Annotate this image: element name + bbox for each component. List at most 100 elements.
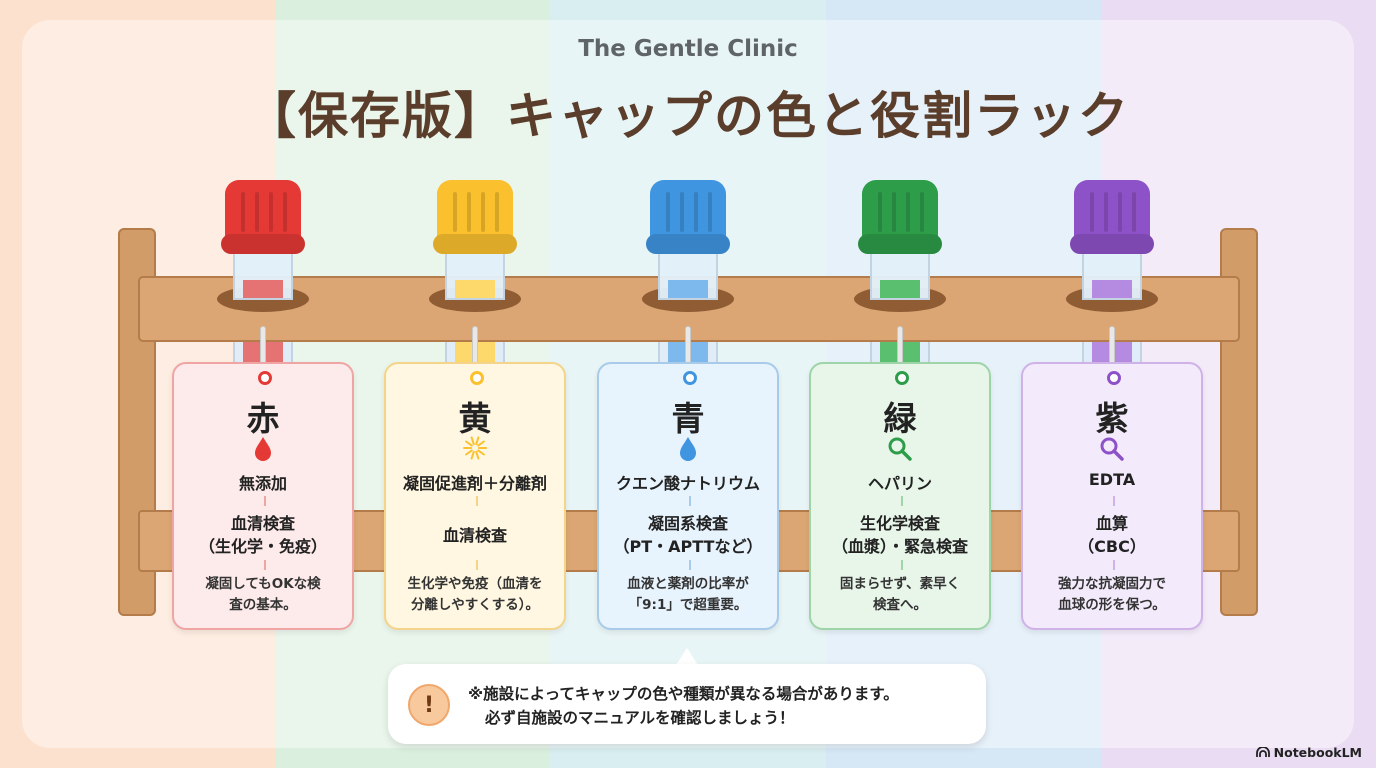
tag-note-line-2: 査の基本。 — [229, 597, 297, 613]
tag-color-name: 緑 — [883, 399, 917, 438]
tag-note-line-2: 「9:1」で超重要。 — [628, 597, 748, 613]
tag-divider — [476, 496, 478, 506]
cap-ridge — [1090, 192, 1094, 232]
burst-icon — [386, 436, 564, 462]
tag-note-line-1: 血液と薬剤の比率が — [627, 576, 749, 592]
tube-cap-brim — [1070, 234, 1154, 254]
magnifier-icon — [1023, 436, 1201, 462]
tag-test-line-2: （PT・APTTなど） — [613, 537, 763, 556]
warning-icon: ! — [408, 684, 450, 726]
tag-divider — [689, 496, 691, 506]
tube-neck — [658, 246, 718, 300]
tag-eyelet — [470, 371, 484, 385]
drop-icon — [174, 436, 352, 462]
tag-note: 血液と薬剤の比率が「9:1」で超重要。 — [607, 574, 769, 616]
tube-neck-liquid — [668, 280, 708, 298]
tag-test: 生化学検査 （血漿）・緊急検査 — [811, 512, 989, 558]
tag-note-line-1: 強力な抗凝固力で — [1058, 576, 1166, 592]
drop-icon — [599, 436, 777, 462]
tag-note-line-2: 血球の形を保つ。 — [1058, 597, 1166, 613]
tag-eyelet — [895, 371, 909, 385]
cap-ridge — [878, 192, 882, 232]
tag-note: 凝固してもOKな検査の基本。 — [182, 574, 344, 616]
tag-note: 強力な抗凝固力で血球の形を保つ。 — [1031, 574, 1193, 616]
tube-tag: 紫 EDTA 血算 （CBC） 強力な抗凝固力で血球の形を保つ。 — [1021, 362, 1203, 630]
cap-ridge — [453, 192, 457, 232]
tube-cap — [225, 180, 301, 242]
tag-color-name: 黄 — [458, 399, 492, 438]
cap-ridge — [694, 192, 698, 232]
tag-test-line-2: （血漿）・緊急検査 — [831, 537, 968, 556]
page-title: 【保存版】キャップの色と役割ラック — [246, 87, 1130, 145]
tag-additive: クエン酸ナトリウム — [615, 474, 760, 493]
notice-line-2: 必ず自施設のマニュアルを確認しましょう！ — [485, 709, 795, 727]
cap-ridge — [481, 192, 485, 232]
tag-divider — [264, 496, 266, 506]
tube-tag: 緑ヘパリン生化学検査（血漿）・緊急検査固まらせず、素早く検査へ。 — [809, 362, 991, 630]
tag-divider — [1113, 496, 1115, 506]
tag-divider — [901, 560, 903, 570]
tag-test-line-2: （CBC） — [1078, 537, 1146, 556]
tag-additive: 無添加 — [238, 474, 287, 493]
notice-callout: ! ※施設によってキャップの色や種類が異なる場合があります。 必ず自施設のマニュ… — [388, 664, 986, 744]
cap-ridge — [666, 192, 670, 232]
cap-ridge — [1104, 192, 1108, 232]
tag-divider — [1113, 560, 1115, 570]
tag-additive: ヘパリン — [867, 474, 932, 493]
tube-tag: 青クエン酸ナトリウム凝固系検査（PT・APTTなど） 血液と薬剤の比率が「9:1」… — [597, 362, 779, 630]
tag-note-line-2: 分離しやすくする）。 — [410, 597, 540, 613]
tube-neck — [870, 246, 930, 300]
tag-test: 血清検査 — [386, 524, 564, 547]
cap-ridge — [269, 192, 273, 232]
tube-tag: 黄凝固促進剤＋分離剤血清検査生化学や免疫（血清を分離しやすくする）。 — [384, 362, 566, 630]
tag-test: 血清検査 （生化学・免疫） — [174, 512, 352, 558]
watermark: NotebookLM — [1255, 745, 1362, 760]
tag-color-name: 紫 — [1095, 399, 1129, 438]
magnifier-icon — [811, 436, 989, 462]
tag-eyelet — [258, 371, 272, 385]
callout-pointer — [676, 648, 698, 665]
tube-neck-liquid — [243, 280, 283, 298]
tube-tag: 赤無添加血清検査 （生化学・免疫） 凝固してもOKな検査の基本。 — [172, 362, 354, 630]
tag-test-line-1: 血算 — [1095, 514, 1128, 533]
notebooklm-logo-icon — [1255, 747, 1270, 757]
tube-cap-brim — [433, 234, 517, 254]
tag-additive: 凝固促進剤＋分離剤 — [402, 474, 547, 493]
tube-cap-brim — [221, 234, 305, 254]
tag-divider — [264, 560, 266, 570]
tag-test-line-1: 血清検査 — [442, 526, 507, 545]
tube-neck-liquid — [1092, 280, 1132, 298]
tube-cap-brim — [646, 234, 730, 254]
cap-ridge — [1118, 192, 1122, 232]
brand-name: The Gentle Clinic — [578, 36, 798, 62]
tube-cap — [437, 180, 513, 242]
tag-test: 凝固系検査（PT・APTTなど） — [599, 512, 777, 558]
tag-note: 生化学や免疫（血清を分離しやすくする）。 — [394, 574, 556, 616]
tube-cap — [650, 180, 726, 242]
tag-test: 血算 （CBC） — [1023, 512, 1201, 558]
tag-note-line-1: 凝固してもOKな検 — [205, 576, 321, 592]
tube-cap — [862, 180, 938, 242]
cap-ridge — [1132, 192, 1136, 232]
tag-test-line-2: （生化学・免疫） — [198, 537, 327, 556]
notice-text: ※施設によってキャップの色や種類が異なる場合があります。 必ず自施設のマニュアル… — [468, 682, 899, 730]
tag-note-line-1: 固まらせず、素早く — [839, 576, 961, 592]
tag-note: 固まらせず、素早く検査へ。 — [819, 574, 981, 616]
tag-note-line-2: 検査へ。 — [873, 597, 927, 613]
tag-additive: EDTA — [1088, 470, 1136, 489]
tag-eyelet — [683, 371, 697, 385]
tag-test-line-1: 生化学検査 — [859, 514, 940, 533]
cap-ridge — [906, 192, 910, 232]
cap-ridge — [892, 192, 896, 232]
tag-color-name: 青 — [671, 399, 705, 438]
tube-neck-liquid — [455, 280, 495, 298]
tube-cap — [1074, 180, 1150, 242]
tube-cap-brim — [858, 234, 942, 254]
cap-ridge — [920, 192, 924, 232]
tag-test-line-1: 血清検査 — [230, 514, 295, 533]
cap-ridge — [255, 192, 259, 232]
cap-ridge — [708, 192, 712, 232]
tube-neck — [1082, 246, 1142, 300]
tube-neck — [445, 246, 505, 300]
tag-color-name: 赤 — [246, 399, 280, 438]
